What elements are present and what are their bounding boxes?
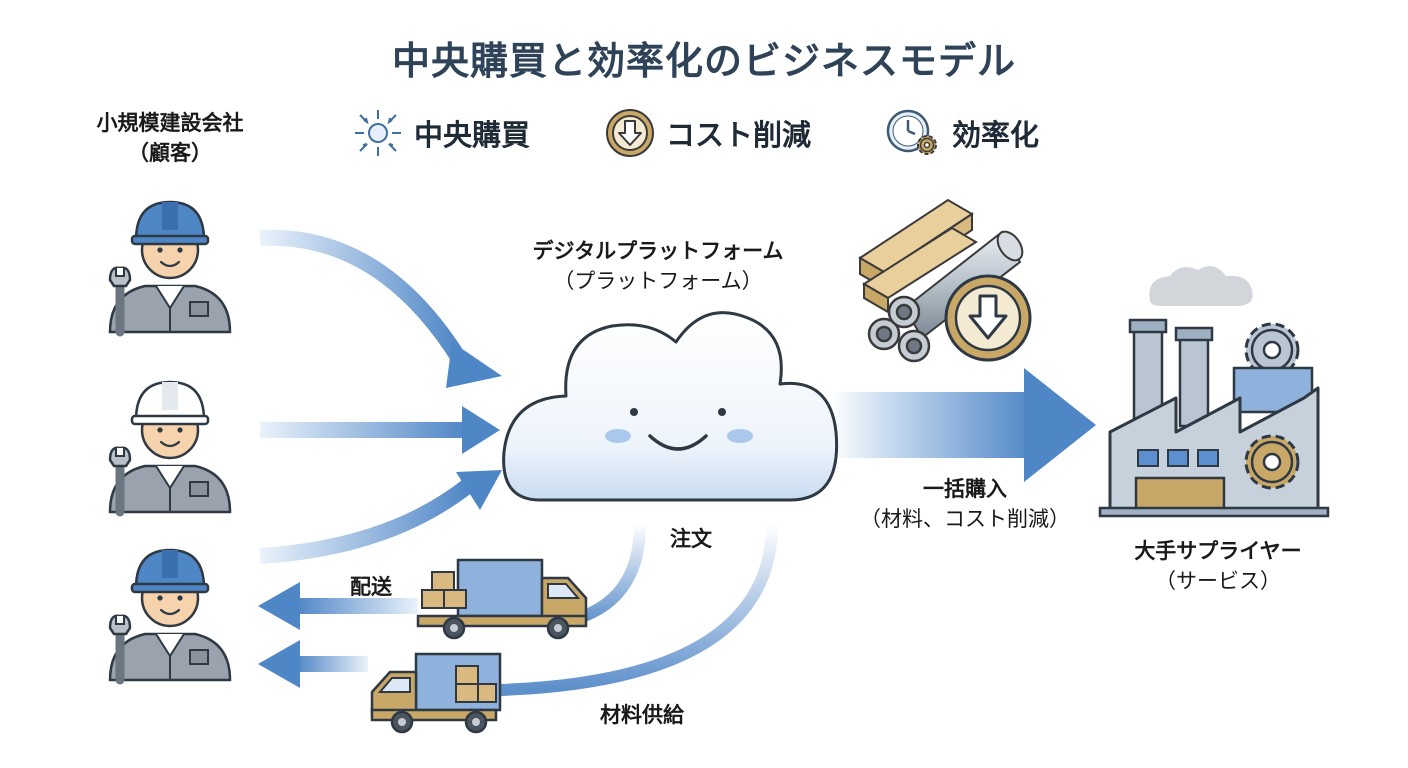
order-label: 注文	[670, 527, 712, 551]
customer-label-line2: （顧客）	[128, 141, 212, 166]
page-title: 中央購買と効率化のビジネスモデル	[391, 39, 1016, 83]
clock-gear-icon	[886, 109, 937, 155]
bulk-purchase-label: 一括購入 （材料、コスト削減）	[830, 474, 1100, 535]
platform-label-line1: デジタルプラットフォーム	[532, 239, 784, 263]
legend-efficiency: 効率化	[884, 108, 1039, 158]
worker-3	[110, 548, 230, 680]
platform-label-line2: （プラットフォーム）	[553, 269, 763, 294]
sun-convergence-icon	[355, 110, 401, 156]
supplier-label-line1: 大手サプライヤー	[1134, 539, 1302, 563]
materials-cost-coin	[944, 274, 1032, 362]
legend-label-efficiency: 効率化	[952, 118, 1040, 152]
delivery-truck-1	[416, 558, 588, 640]
cloud-platform	[502, 311, 839, 502]
supplier-factory	[1098, 266, 1330, 518]
materials-lumber	[858, 198, 978, 314]
legend-cost-reduction: コスト削減	[604, 108, 811, 158]
worker-1	[110, 200, 230, 332]
supplier-label-line2: （サービス）	[1155, 569, 1281, 594]
delivery-label: 配送	[350, 575, 392, 599]
bulk-purchase-arrow	[830, 368, 1096, 482]
platform-label: デジタルプラットフォーム （プラットフォーム）	[478, 236, 838, 297]
delivery-arrows-out	[258, 582, 418, 688]
legend-label-central: 中央購買	[414, 118, 531, 152]
supplier-label: 大手サプライヤー （サービス）	[1106, 536, 1330, 597]
customer-label-line1: 小規模建設会社	[96, 111, 244, 135]
down-arrow-coin-icon	[606, 109, 654, 157]
material-supply-label: 材料供給	[600, 703, 684, 727]
bulk-purchase-line1: 一括購入	[923, 477, 1007, 501]
order-arrows-in	[259, 229, 502, 564]
worker-2	[110, 380, 230, 512]
legend-central-purchasing: 中央購買	[352, 108, 530, 158]
bulk-purchase-line2: （材料、コスト削減）	[860, 507, 1070, 532]
customer-label: 小規模建設会社 （顧客）	[70, 108, 270, 169]
legend-label-cost: コスト削減	[666, 118, 812, 152]
delivery-truck-2	[370, 652, 502, 734]
